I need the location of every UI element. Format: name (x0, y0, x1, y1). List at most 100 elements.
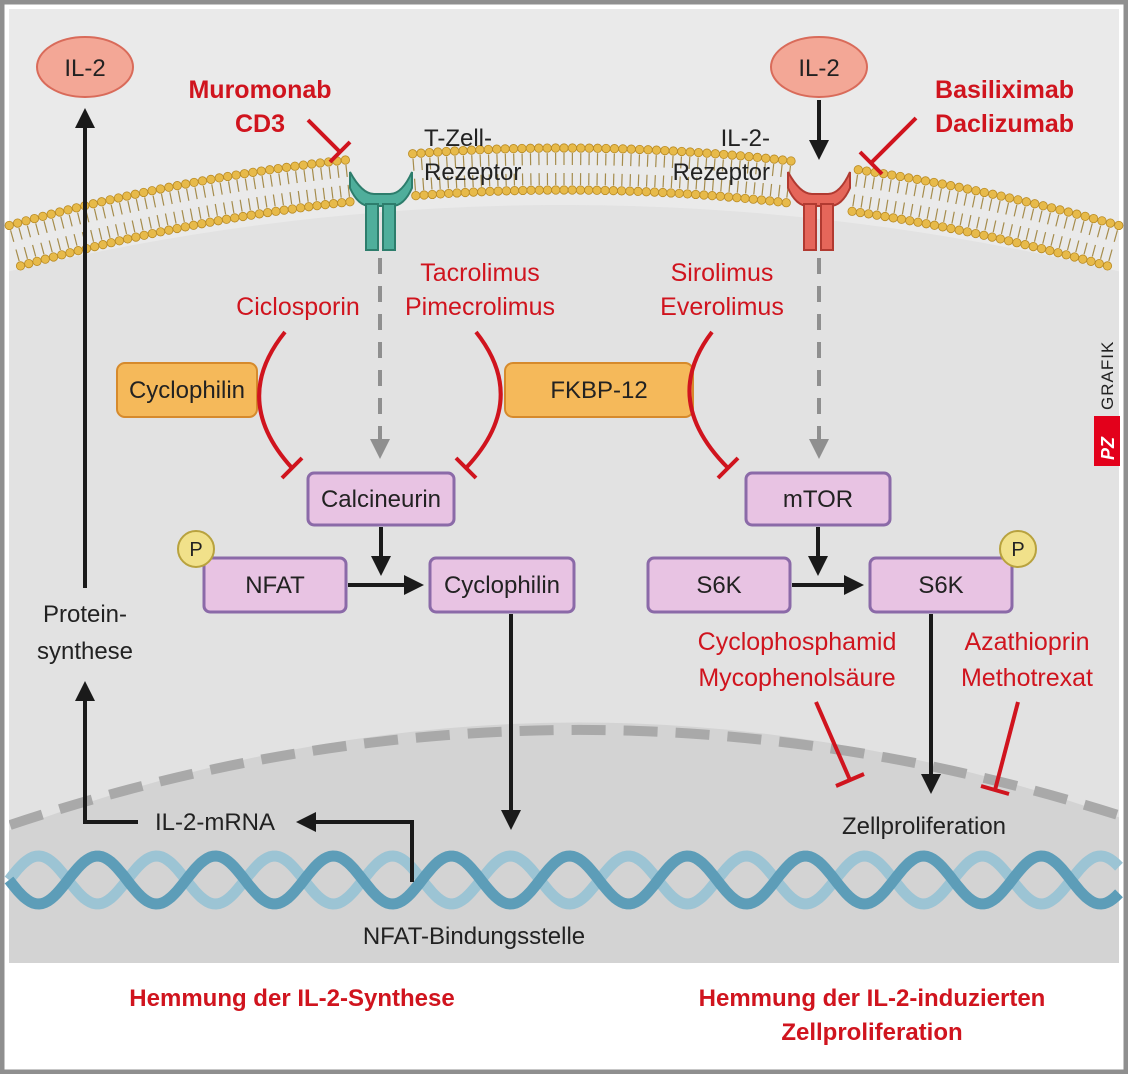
lipid-head (1087, 257, 1095, 265)
lipid-head (897, 215, 905, 223)
lipid-head (535, 186, 543, 194)
lipid-head (560, 186, 568, 194)
lipid-head (198, 220, 206, 228)
lipid-head (58, 251, 66, 259)
lipid-head (848, 207, 856, 215)
lipid-head (741, 194, 749, 202)
proliferation-label: Zellproliferation (842, 813, 1006, 840)
lipid-head (420, 191, 428, 199)
lipid-head (766, 197, 774, 205)
lipid-head (502, 187, 510, 195)
lipid-head (619, 145, 627, 153)
lipid-head (486, 187, 494, 195)
lipid-head (626, 187, 634, 195)
lipid-head (577, 144, 585, 152)
lipid-head (30, 214, 38, 222)
protein-synthesis-line1: Protein- (43, 601, 127, 628)
lipid-head (963, 228, 971, 236)
lipid-head (703, 149, 711, 157)
lipid-head (568, 144, 576, 152)
lipid-head (733, 193, 741, 201)
fkbp12-label: FKBP-12 (550, 377, 647, 404)
lipid-head (1098, 217, 1106, 225)
lipid-head (181, 180, 189, 188)
lipid-head (683, 190, 691, 198)
lipid-head (906, 217, 914, 225)
lipid-head (239, 212, 247, 220)
lipid-head (787, 157, 795, 165)
logo-letters: PZ (1098, 436, 1118, 460)
lipid-head (215, 174, 223, 182)
lipid-head (247, 211, 255, 219)
lipid-head (49, 253, 57, 261)
lipid-head (97, 198, 105, 206)
lipid-tail (664, 156, 665, 168)
lipid-head (453, 189, 461, 197)
lipid-head (602, 144, 610, 152)
lipid-head (477, 188, 485, 196)
pz-grafik-logo: PZ GRAFIK (1094, 341, 1120, 466)
lipid-head (288, 205, 296, 213)
lipid-head (862, 167, 870, 175)
lipid-head (873, 211, 881, 219)
lipid-head (997, 192, 1005, 200)
lipid-head (139, 188, 147, 196)
lipid-head (296, 204, 304, 212)
lipid-head (593, 186, 601, 194)
lipid-head (338, 198, 346, 206)
lipid-head (678, 147, 686, 155)
lipid-head (1014, 196, 1022, 204)
cyclophilin-binder-label: Cyclophilin (129, 377, 245, 404)
lipid-head (652, 146, 660, 154)
mrna-label: IL-2-mRNA (155, 809, 275, 836)
binding-site-label: NFAT-Bindungsstelle (363, 923, 585, 950)
lipid-head (881, 212, 889, 220)
lipid-head (106, 196, 114, 204)
tcr-stem-right (383, 204, 395, 250)
lipid-head (33, 257, 41, 265)
lipid-head (568, 186, 576, 194)
protein-synthesis-line2: synthese (37, 638, 133, 665)
lipid-head (543, 144, 551, 152)
lipid-head (5, 221, 13, 229)
lipid-head (1004, 237, 1012, 245)
lipid-head (667, 189, 675, 197)
lipid-tail (663, 176, 664, 188)
lipid-head (551, 144, 559, 152)
s6k-phosphate-letter: P (1011, 539, 1024, 561)
lipid-head (1056, 206, 1064, 214)
lipid-head (947, 224, 955, 232)
lipid-head (190, 178, 198, 186)
caption-right-line2: Zellproliferation (781, 1019, 962, 1046)
lipid-head (173, 224, 181, 232)
lipid-head (856, 208, 864, 216)
lipid-head (123, 192, 131, 200)
lipid-head (519, 186, 527, 194)
lipid-head (988, 233, 996, 241)
pimecrolimus-label: Pimecrolimus (405, 293, 555, 321)
lipid-head (955, 226, 963, 234)
lipid-head (774, 198, 782, 206)
lipid-head (222, 215, 230, 223)
lipid-head (266, 166, 274, 174)
mtor-label: mTOR (783, 486, 853, 513)
lipid-head (593, 144, 601, 152)
lipid-head (971, 229, 979, 237)
lipid-head (132, 233, 140, 241)
lipid-head (889, 214, 897, 222)
lipid-head (107, 238, 115, 246)
lipid-head (249, 168, 257, 176)
lipid-head (316, 159, 324, 167)
lipid-head (905, 174, 913, 182)
nfat-phosphate-letter: P (189, 539, 202, 561)
lipid-head (308, 160, 316, 168)
caption-right-line1: Hemmung der IL-2-induzierten (699, 985, 1046, 1012)
lipid-head (921, 177, 929, 185)
lipid-head (469, 188, 477, 196)
lipid-head (22, 217, 30, 225)
lipid-head (930, 221, 938, 229)
lipid-head (509, 144, 517, 152)
lipid-head (64, 206, 72, 214)
lipid-head (313, 201, 321, 209)
lipid-head (47, 210, 55, 218)
